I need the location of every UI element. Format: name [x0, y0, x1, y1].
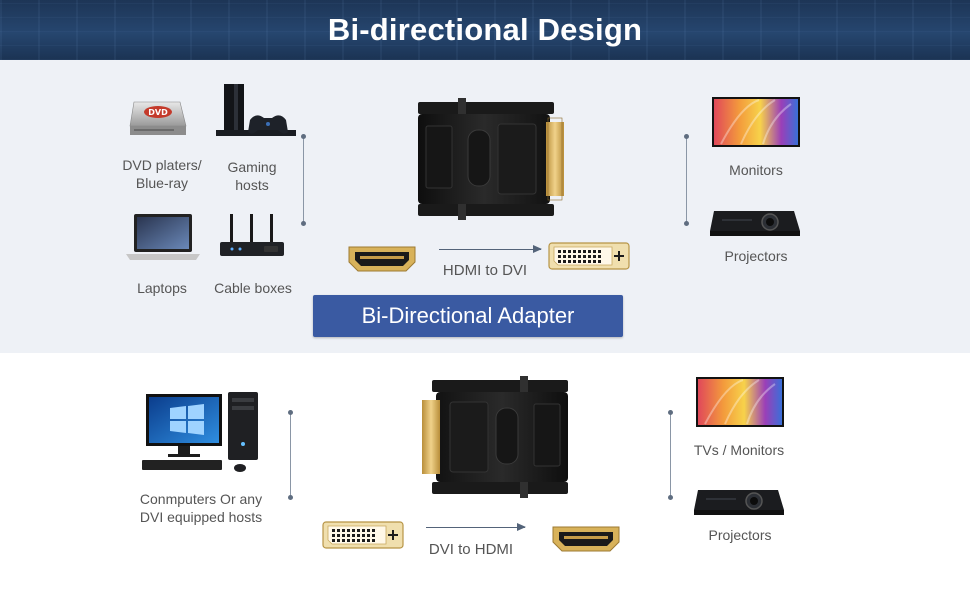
target-label-projectors: Projectors [724, 248, 788, 264]
dvd-drive-icon: DVD [128, 96, 188, 140]
direction-arrow-hdmi-to-dvi [439, 245, 542, 253]
source-label-cable-boxes: Cable boxes [214, 280, 292, 296]
bracket-dot [301, 221, 306, 226]
desktop-computer-icon [140, 388, 264, 476]
bracket-dot [301, 134, 306, 139]
bi-directional-adapter-button[interactable]: Bi-Directional Adapter [313, 295, 623, 337]
monitor-icon [711, 96, 801, 150]
page-title: Bi-directional Design [327, 12, 643, 47]
tv-icon [695, 376, 785, 430]
bracket-dot [288, 495, 293, 500]
source-bracket-line [290, 412, 291, 498]
projector-icon [692, 484, 786, 518]
target-label-monitors: Monitors [729, 162, 783, 178]
target-bracket-line [670, 412, 671, 498]
game-console-icon [210, 82, 296, 138]
hdmi-connector-icon [348, 246, 416, 272]
target-label-tvs-monitors: TVs / Monitors [693, 442, 785, 458]
hdmi-connector-icon [552, 526, 620, 552]
dvi-hdmi-adapter-icon [412, 374, 572, 504]
source-label-dvd: DVD platers/ Blue-ray [122, 157, 202, 191]
header-banner: Bi-directional Design [0, 0, 970, 60]
bracket-dot [684, 134, 689, 139]
source-bracket-line [303, 136, 304, 224]
dvi-connector-icon [548, 242, 630, 270]
hdmi-dvi-adapter-icon [414, 96, 574, 226]
bracket-dot [668, 410, 673, 415]
dvi-connector-icon [322, 521, 404, 549]
router-icon [216, 212, 286, 262]
projector-icon [708, 205, 802, 239]
direction-label-hdmi-to-dvi: HDMI to DVI [442, 262, 528, 279]
dvd-logo-text: DVD [148, 108, 168, 117]
laptop-icon [126, 212, 200, 262]
bracket-dot [684, 221, 689, 226]
direction-label-dvi-to-hdmi: DVI to HDMI [428, 541, 514, 558]
source-label-gaming: Gaming hosts [227, 159, 277, 193]
target-bracket-line [686, 136, 687, 224]
direction-arrow-dvi-to-hdmi [426, 523, 526, 531]
bracket-dot [668, 495, 673, 500]
target-label-projectors: Projectors [708, 527, 772, 543]
source-label-computers: Conmputers Or any DVI equipped hosts [139, 491, 263, 525]
source-label-laptops: Laptops [137, 280, 187, 296]
bracket-dot [288, 410, 293, 415]
